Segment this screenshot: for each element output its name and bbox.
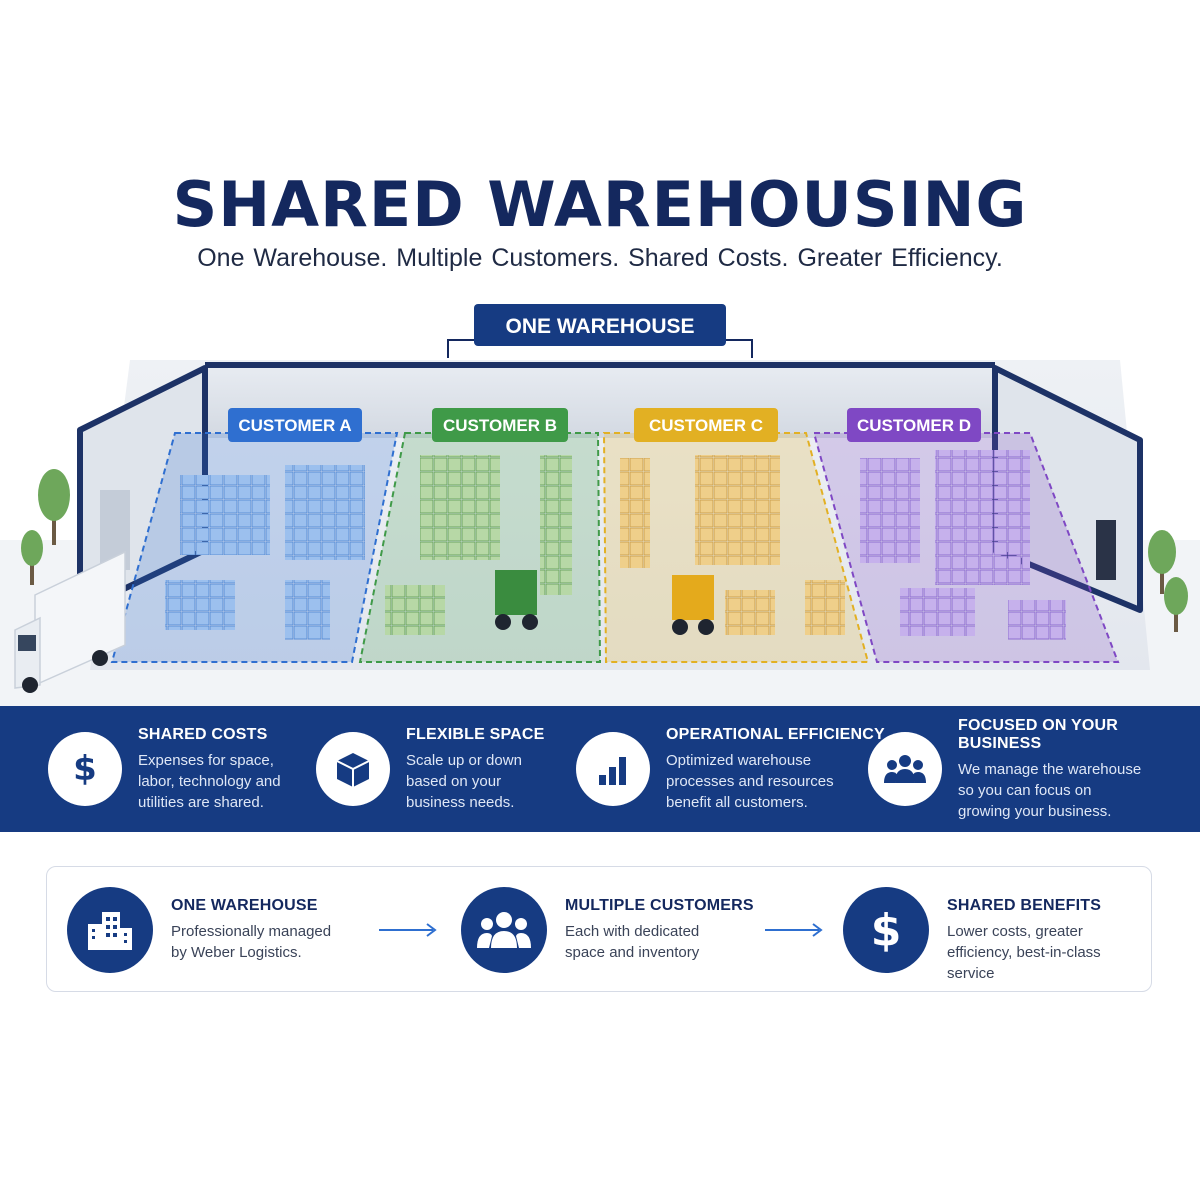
feature-desc: We manage the warehouse so you can focus… <box>958 760 1142 820</box>
zone-b-label: CUSTOMER B <box>443 416 557 435</box>
flow-step-one-warehouse: ONE WAREHOUSE Professionally managed by … <box>67 885 331 973</box>
feature-desc: Scale up or down based on your business … <box>406 751 522 811</box>
feature-flexible-space: FLEXIBLE SPACE Scale up or down based on… <box>316 706 545 832</box>
step-title: ONE WAREHOUSE <box>171 897 318 914</box>
back-wall <box>205 368 995 438</box>
dollar-icon: $ <box>843 887 929 973</box>
building-icon <box>67 887 153 973</box>
zone-d-label: CUSTOMER D <box>857 416 971 435</box>
bar-chart-icon <box>576 732 650 806</box>
zone-c: CUSTOMER C <box>602 408 870 663</box>
feature-desc: Optimized warehouse processes and resour… <box>666 751 834 811</box>
svg-text:$: $ <box>73 749 97 789</box>
flow-step-multiple-customers: MULTIPLE CUSTOMERS Each with dedicated s… <box>461 885 754 973</box>
feature-desc: Expenses for space, labor, technology an… <box>138 751 281 811</box>
dollar-icon: $ <box>48 732 122 806</box>
tree-right <box>1148 530 1176 594</box>
zone-d: CUSTOMER D <box>812 408 1120 663</box>
truck <box>14 550 126 693</box>
arrow-right-icon <box>379 923 437 937</box>
step-desc: Each with dedicated space and inventory <box>565 923 700 961</box>
step-desc: Lower costs, greater efficiency, best-in… <box>947 923 1101 982</box>
box-icon <box>316 732 390 806</box>
right-door <box>1096 520 1116 580</box>
feature-title: SHARED COSTS <box>138 725 268 743</box>
feature-operational-efficiency: OPERATIONAL EFFICIENCY Optimized warehou… <box>576 706 885 832</box>
zone-b: CUSTOMER B <box>358 408 602 663</box>
step-title: SHARED BENEFITS <box>947 897 1102 914</box>
page-subtitle: One Warehouse. Multiple Customers. Share… <box>197 244 1003 272</box>
svg-text:$: $ <box>871 905 902 955</box>
one-warehouse-label-box <box>474 304 726 346</box>
tree-right-2 <box>1164 577 1188 632</box>
zone-a-label: CUSTOMER A <box>238 416 351 435</box>
flow-panel: ONE WAREHOUSE Professionally managed by … <box>46 866 1152 992</box>
page-title: SHARED WAREHOUSING <box>172 168 1028 241</box>
step-title: MULTIPLE CUSTOMERS <box>565 897 754 914</box>
warehouse-illustration: ONE WAREHOUSE CUSTOMER A CUSTOMER B <box>0 304 1200 710</box>
feature-shared-costs: $ SHARED COSTS Expenses for space, labor… <box>48 706 281 832</box>
zone-c-label: CUSTOMER C <box>649 416 763 435</box>
feature-title: FLEXIBLE SPACE <box>406 725 545 743</box>
feature-title: FOCUSED ON YOUR BUSINESS <box>958 716 1119 752</box>
feature-focused-business: FOCUSED ON YOUR BUSINESS We manage the w… <box>868 706 1200 832</box>
step-desc: Professionally managed by Weber Logistic… <box>171 923 332 961</box>
zone-a: CUSTOMER A <box>110 408 399 663</box>
features-band: $ SHARED COSTS Expenses for space, labor… <box>0 706 1200 832</box>
tree-left <box>38 469 70 545</box>
tree-left-2 <box>21 530 43 585</box>
flow-step-shared-benefits: $ SHARED BENEFITS Lower costs, greater e… <box>843 885 1101 984</box>
one-warehouse-label: ONE WAREHOUSE <box>505 315 694 338</box>
feature-title: OPERATIONAL EFFICIENCY <box>666 725 885 743</box>
arrow-right-icon <box>765 923 823 937</box>
people-icon <box>868 732 942 806</box>
people-icon <box>461 887 547 973</box>
